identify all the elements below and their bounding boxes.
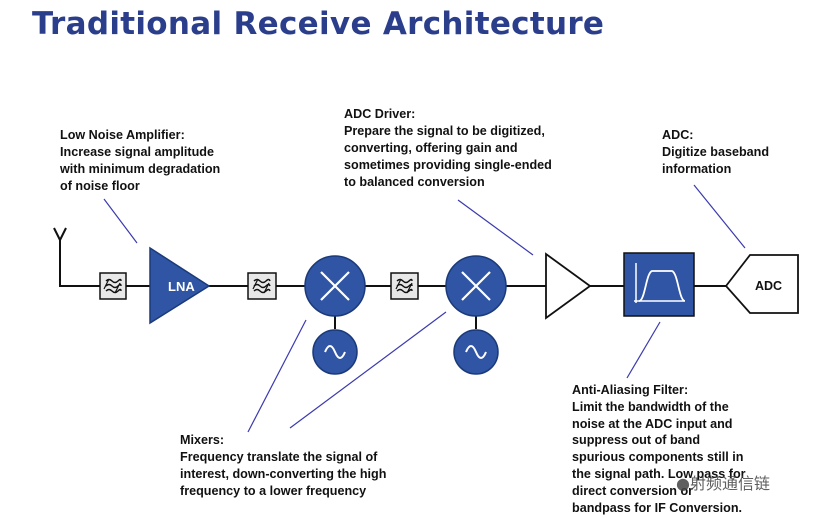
leader-mixer-2 bbox=[289, 311, 447, 429]
adc-driver-note-line: converting, offering gain and bbox=[344, 141, 518, 155]
adc-note: ADC: Digitize baseband information bbox=[662, 127, 769, 178]
mixers-note-line: frequency to a lower frequency bbox=[180, 484, 367, 498]
adc-note-line: information bbox=[662, 162, 732, 176]
oscillator-icon-1 bbox=[312, 329, 358, 375]
adc-note-line: Digitize baseband bbox=[662, 145, 770, 159]
aaf-note-line: spurious components still in bbox=[572, 450, 744, 465]
aaf-note-line: noise at the ADC input and bbox=[572, 416, 733, 431]
leader-lna bbox=[103, 198, 138, 244]
watermark-text: 射频通信链 bbox=[689, 474, 770, 493]
mixer-icon-1 bbox=[304, 255, 366, 317]
adc-driver-note-line: sometimes providing single-ended bbox=[344, 158, 552, 172]
signal-path bbox=[59, 240, 726, 329]
leader-aaf bbox=[626, 321, 661, 379]
aaf-note-heading: Anti-Aliasing Filter: bbox=[572, 383, 689, 397]
lna-note: Low Noise Amplifier: Increase signal amp… bbox=[60, 127, 220, 195]
lna-amplifier: LNA bbox=[149, 246, 211, 325]
watermark: ●​ 射频通信链 bbox=[676, 470, 770, 494]
aaf-note: Anti-Aliasing Filter: Limit the bandwidt… bbox=[572, 382, 746, 516]
mixers-note-heading: Mixers: bbox=[180, 433, 225, 447]
aaf-note-line: suppress out of band bbox=[572, 433, 701, 448]
filter-icon-3 bbox=[390, 272, 419, 300]
filter-icon-2 bbox=[247, 272, 277, 300]
lna-label: LNA bbox=[168, 279, 195, 294]
mixers-note: Mixers: Frequency translate the signal o… bbox=[180, 432, 386, 500]
mixers-note-line: Frequency translate the signal of bbox=[180, 450, 378, 464]
aaf-note-line: bandpass for IF Conversion. bbox=[572, 500, 743, 515]
leader-mixer-1 bbox=[247, 319, 307, 433]
filter-icon-1 bbox=[99, 272, 127, 300]
aaf-note-line: the signal path. Low pass for bbox=[572, 466, 746, 481]
lna-note-line: of noise floor bbox=[60, 179, 140, 193]
oscillator-icon-2 bbox=[453, 329, 499, 375]
adc-block: ADC bbox=[724, 254, 799, 314]
mixer-icon-2 bbox=[445, 255, 507, 317]
slide-title: Traditional Receive Architecture bbox=[32, 6, 605, 42]
adc-driver-note-line: Prepare the signal to be digitized, bbox=[344, 124, 545, 138]
lna-note-heading: Low Noise Amplifier: bbox=[60, 128, 185, 142]
aaf-note-line: direct conversion or bbox=[572, 483, 694, 498]
adc-driver-note-line: to balanced conversion bbox=[344, 175, 485, 189]
wechat-icon: ●​ bbox=[676, 474, 690, 493]
leader-lines bbox=[103, 184, 746, 433]
aaf-note-line: Limit the bandwidth of the bbox=[572, 399, 729, 414]
antenna-icon bbox=[53, 227, 67, 241]
adc-driver-note: ADC Driver: Prepare the signal to be dig… bbox=[344, 106, 552, 191]
leader-adc-driver bbox=[457, 199, 534, 256]
lna-note-line: with minimum degradation bbox=[60, 162, 221, 176]
anti-aliasing-filter-block bbox=[623, 252, 695, 317]
adc-driver-note-heading: ADC Driver: bbox=[344, 107, 416, 121]
adc-note-heading: ADC: bbox=[662, 128, 694, 142]
mixers-note-line: interest, down-converting the high bbox=[180, 467, 387, 481]
adc-label: ADC bbox=[755, 279, 782, 293]
antenna-feed-line bbox=[59, 240, 100, 287]
lna-note-line: Increase signal amplitude bbox=[60, 145, 214, 159]
leader-adc bbox=[693, 184, 746, 249]
adc-driver-amplifier bbox=[545, 252, 592, 320]
